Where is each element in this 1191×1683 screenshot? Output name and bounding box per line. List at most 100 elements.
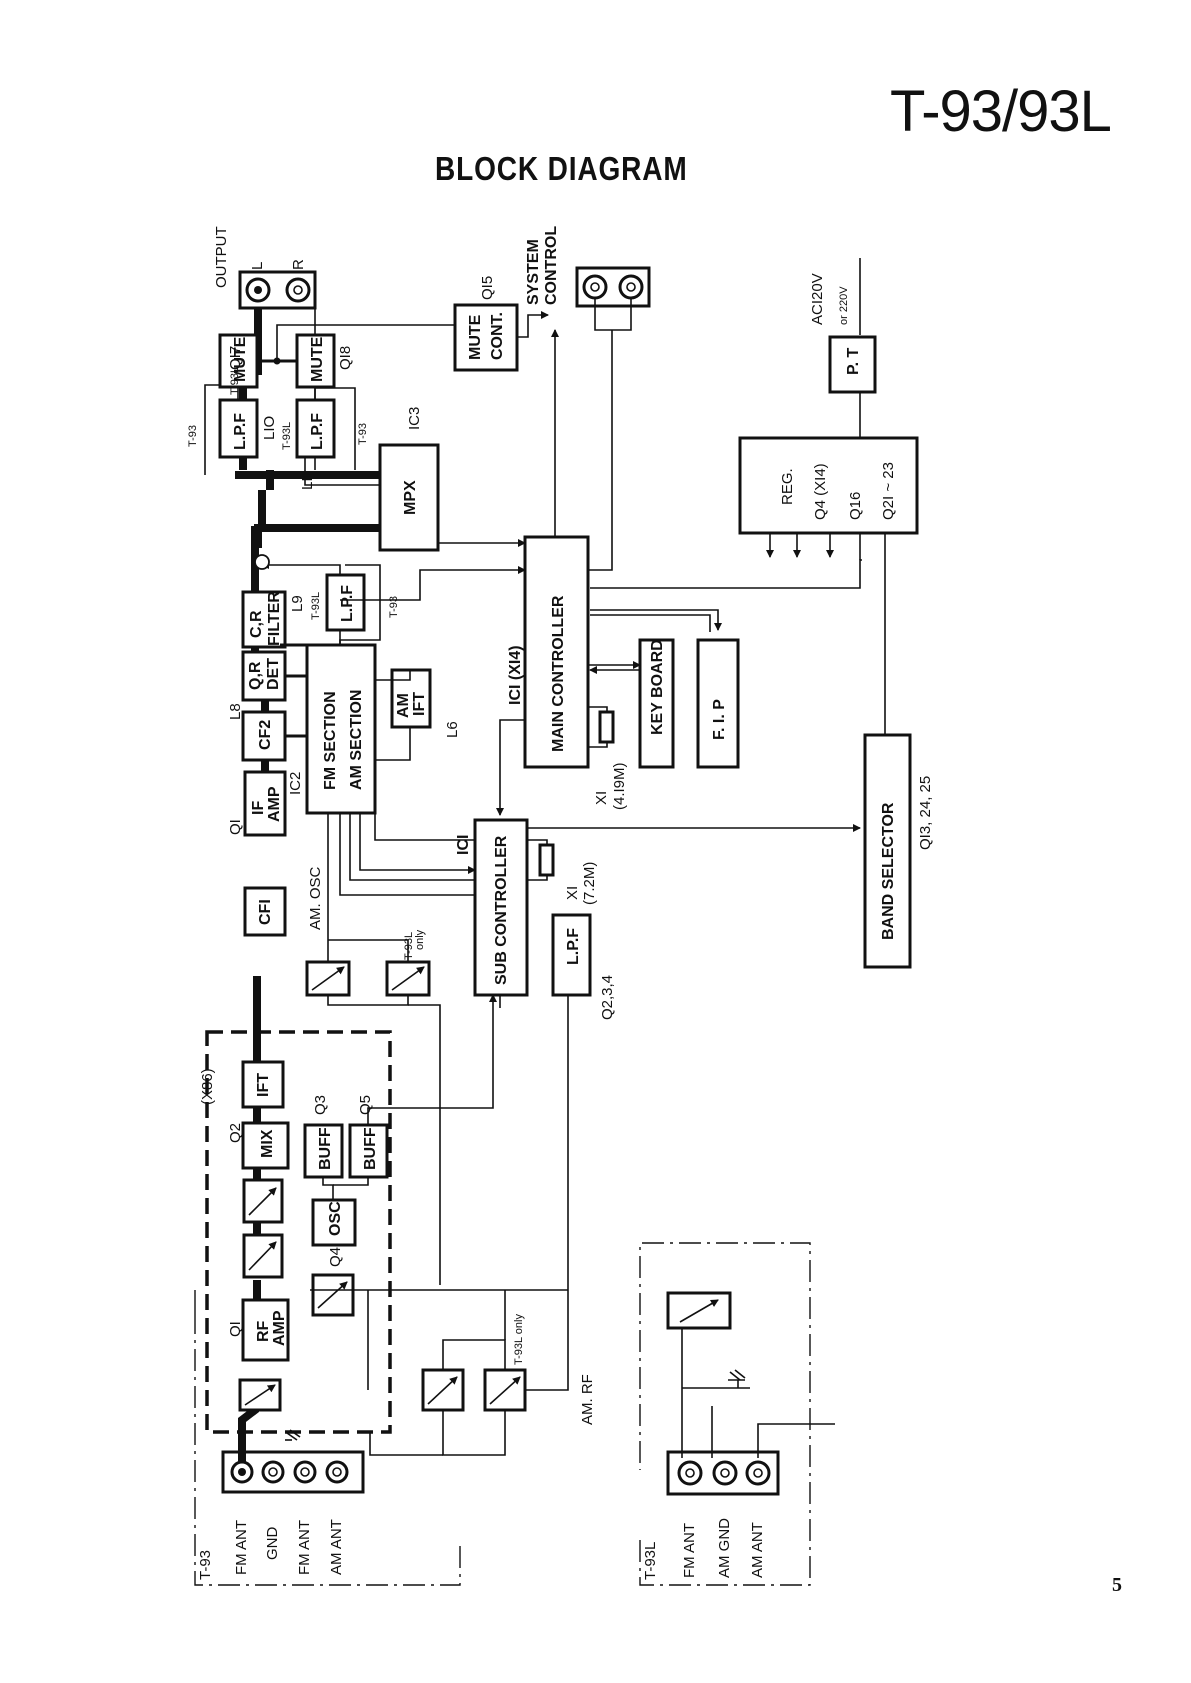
svg-text:T-93: T-93: [187, 425, 199, 447]
svg-text:QI5: QI5: [479, 276, 496, 300]
svg-text:MIX: MIX: [259, 1129, 276, 1158]
fm-am-section-block: FM SECTION AM SECTION: [305, 643, 377, 815]
tuner-pack-boundary: [205, 1030, 392, 1434]
key-board-block: KEY BOARD: [638, 638, 675, 769]
svg-text:T-93L: T-93L: [642, 1542, 659, 1580]
svg-text:(4.I9M): (4.I9M): [611, 762, 628, 810]
svg-text:R: R: [290, 259, 307, 270]
svg-text:L.P.F: L.P.F: [565, 928, 582, 965]
svg-text:L9: L9: [289, 595, 306, 612]
svg-text:Q4: Q4: [327, 1247, 344, 1267]
svg-text:T-93L only: T-93L only: [513, 1314, 525, 1365]
mute-cont-block: MUTE CONT.: [453, 303, 519, 372]
output-terminal: [238, 270, 317, 310]
pt-block: P. T: [828, 335, 877, 394]
svg-text:CFI: CFI: [257, 899, 274, 925]
svg-text:BAND SELECTOR: BAND SELECTOR: [880, 802, 897, 940]
svg-text:(7.2M): (7.2M): [581, 862, 598, 905]
svg-text:CONTROL: CONTROL: [543, 226, 560, 305]
band-selector-block: BAND SELECTOR: [863, 733, 912, 969]
svg-text:SUB CONTROLLER: SUB CONTROLLER: [493, 835, 510, 985]
osc-block: OSC: [311, 1198, 357, 1247]
svg-text:Q5: Q5: [357, 1095, 374, 1115]
svg-text:OUTPUT: OUTPUT: [213, 226, 230, 288]
rf-input-tuning: [238, 1378, 282, 1412]
reg-block: REG. Q4 (XI4) Q16 Q2I ~ 23: [738, 436, 919, 535]
mute-q18-block: MUTE: [295, 333, 336, 389]
svg-text:MUTE: MUTE: [309, 336, 326, 382]
svg-text:Q4 (XI4): Q4 (XI4): [812, 463, 829, 520]
svg-text:MPX: MPX: [402, 480, 419, 515]
lpf-l10-block: L.P.F: [218, 398, 259, 459]
rf-amp-block: RF AMP: [241, 1298, 290, 1362]
svg-text:XI: XI: [564, 886, 581, 900]
svg-text:AM: AM: [395, 693, 412, 718]
svg-text:FM ANT: FM ANT: [296, 1520, 313, 1575]
svg-text:QI3, 24, 25: QI3, 24, 25: [917, 776, 934, 850]
page-number: 5: [1112, 1574, 1122, 1596]
svg-text:Q2I ~ 23: Q2I ~ 23: [880, 462, 897, 520]
svg-text:MUTE: MUTE: [232, 336, 249, 382]
svg-text:AM GND: AM GND: [716, 1518, 733, 1578]
svg-text:ICI (XI4): ICI (XI4): [507, 645, 524, 705]
sub-controller-block: SUB CONTROLLER: [473, 818, 529, 997]
svg-text:AM. RF: AM. RF: [579, 1374, 596, 1425]
svg-text:Q,R: Q,R: [247, 661, 264, 690]
ground-symbol-t93: [285, 1429, 301, 1441]
svg-text:BUFF: BUFF: [362, 1127, 379, 1170]
svg-text:QI: QI: [227, 819, 244, 835]
svg-text:AM ANT: AM ANT: [328, 1519, 345, 1575]
rf-tuning-2: [242, 1178, 284, 1224]
cf1-block: CFI: [243, 886, 287, 937]
svg-text:AM ANT: AM ANT: [749, 1522, 766, 1578]
model-title: T-93/93L: [890, 79, 1112, 144]
lpf-l11-block: L.P.F: [295, 398, 336, 459]
qr-det-block: Q,R DET: [241, 650, 287, 702]
mix-block: MIX: [241, 1121, 290, 1170]
svg-text:XI: XI: [593, 791, 610, 805]
svg-text:P. T: P. T: [845, 348, 862, 376]
ift-block: IFT: [241, 1060, 285, 1109]
svg-text:L.P.F: L.P.F: [309, 413, 326, 450]
svg-text:L.P.F: L.P.F: [232, 413, 249, 450]
crystal-x1-sub: [538, 843, 555, 877]
svg-text:C,R: C,R: [248, 610, 265, 638]
svg-text:Q2,3,4: Q2,3,4: [599, 975, 616, 1020]
am-rf-tuning-t93l: [483, 1368, 527, 1412]
svg-text:AM. OSC: AM. OSC: [307, 866, 324, 930]
svg-text:IC2: IC2: [287, 772, 304, 795]
if-amp-block: IF AMP: [243, 770, 287, 837]
svg-text:IF: IF: [250, 801, 267, 815]
svg-text:ACI20V: ACI20V: [809, 273, 826, 325]
t93-dashdot-frame: [194, 1290, 461, 1586]
ground-symbol-t93l: [728, 1369, 746, 1381]
am-osc-tuning: [305, 960, 351, 997]
svg-text:FM SECTION: FM SECTION: [322, 691, 339, 790]
svg-text:CONT.: CONT.: [489, 312, 506, 360]
buff-q5-block: BUFF: [348, 1123, 389, 1179]
svg-text:T-93: T-93: [357, 423, 369, 445]
svg-text:FM ANT: FM ANT: [233, 1520, 250, 1575]
svg-text:FILTER: FILTER: [266, 591, 283, 646]
svg-text:T-93: T-93: [388, 596, 400, 618]
mpx-block: MPX: [378, 443, 440, 552]
fip-block: F. I. P: [696, 638, 740, 769]
svg-text:KEY BOARD: KEY BOARD: [649, 639, 666, 735]
svg-text:AMP: AMP: [271, 1310, 288, 1346]
svg-text:DET: DET: [265, 658, 282, 690]
svg-text:LIO: LIO: [261, 416, 278, 440]
svg-text:GND: GND: [264, 1527, 281, 1561]
mute-q17-block: MUTE: [218, 333, 259, 389]
buff-q3-block: BUFF: [303, 1123, 344, 1179]
cr-filter-block: C,R FILTER: [241, 590, 287, 649]
svg-text:L.P.F: L.P.F: [339, 585, 356, 622]
svg-text:Q2: Q2: [227, 1123, 244, 1143]
svg-text:REG.: REG.: [779, 468, 796, 505]
svg-text:L8: L8: [227, 703, 244, 720]
svg-text:QI: QI: [227, 1321, 244, 1337]
svg-text:Q3: Q3: [312, 1095, 329, 1115]
svg-text:L: L: [249, 262, 266, 270]
svg-text:IFT: IFT: [255, 1073, 272, 1097]
antenna-terminal-t93l: [666, 1450, 780, 1496]
svg-text:RF: RF: [255, 1320, 272, 1342]
